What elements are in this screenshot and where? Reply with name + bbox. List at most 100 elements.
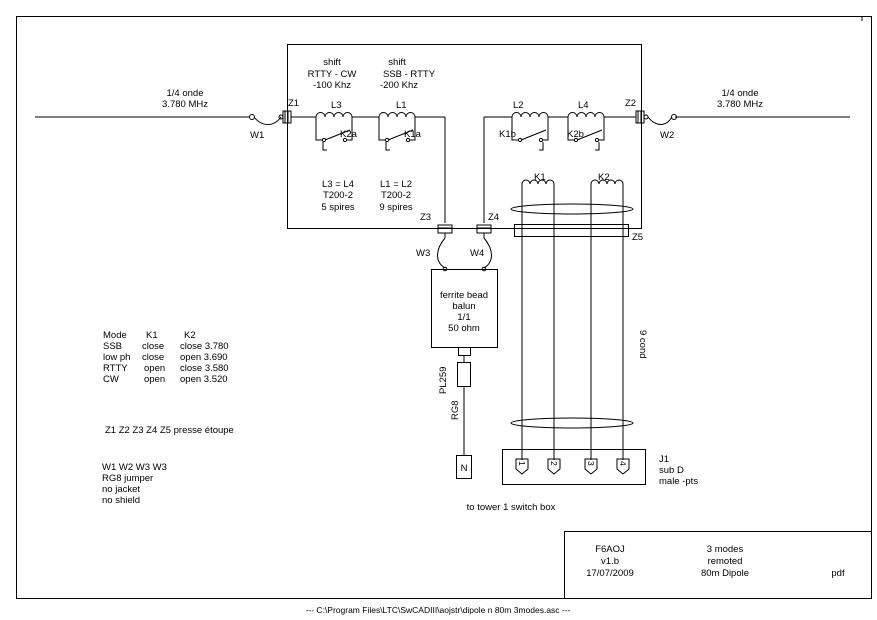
label-l1: L1 — [396, 100, 407, 111]
label-w4: W4 — [470, 248, 484, 259]
z3-gland — [437, 224, 453, 238]
label-rg8: RG8 — [450, 400, 461, 420]
connector-line2: sub D — [659, 465, 684, 476]
mode-row-3-mode: RTTY — [103, 363, 128, 374]
label-w2: W2 — [660, 130, 674, 141]
label-z2: Z2 — [625, 98, 636, 109]
connector-line3: male -pts — [659, 476, 698, 487]
j1-pin-1-label: 1 — [517, 461, 527, 466]
title-block: F6AOJ v1.b 17/07/2009 3 modes remoted 80… — [564, 531, 871, 598]
sheet-border — [16, 16, 872, 599]
label-z1: Z1 — [288, 98, 299, 109]
control-cable-conductors — [521, 196, 624, 460]
coil-spec-left-line2: T200-2 — [323, 190, 353, 201]
coil-spec-right-line1: L1 = L2 — [380, 179, 412, 190]
relay-contact-k1a — [378, 117, 416, 151]
coil-spec-left-line1: L3 = L4 — [322, 179, 354, 190]
mode-table: Mode K1 K2 SSB close close 3.780 low ph … — [103, 330, 229, 385]
label-w3: W3 — [416, 248, 430, 259]
mode-row-1-k2: close 3.780 — [180, 341, 229, 352]
coil-l1 — [378, 112, 416, 118]
label-w1: W1 — [250, 130, 264, 141]
shift-ssb-line2: SSB - RTTY — [383, 69, 436, 80]
label-z5: Z5 — [632, 232, 643, 243]
mode-row-3-k1: open — [144, 363, 165, 374]
pl259-connector — [457, 362, 471, 387]
mode-table-header-mode: Mode — [103, 330, 127, 341]
note-jumpers: W1 W2 W3 W3 RG8 jumper no jacket no shie… — [102, 462, 167, 506]
relay-coil-k2 — [590, 179, 624, 196]
label-l4: L4 — [578, 100, 589, 111]
w3-jumper — [437, 237, 448, 272]
mode-row-1-k1: close — [142, 341, 164, 352]
coil-l4 — [567, 112, 605, 118]
w1-jumper — [249, 114, 284, 125]
coil-spec-right-line2: T200-2 — [381, 190, 411, 201]
title-desc1: 3 modes — [707, 544, 744, 555]
label-z4: Z4 — [488, 212, 499, 223]
j1-pin-2-label: 2 — [549, 461, 559, 466]
mode-row-2-k2: open 3.690 — [180, 352, 228, 363]
shift-cw-line3: -100 Khz — [313, 80, 351, 91]
enclosure-box — [287, 44, 642, 229]
shift-ssb-line3: -200 Khz — [380, 80, 418, 91]
w2-jumper — [643, 114, 677, 125]
relay-coil-k1 — [521, 179, 555, 196]
shift-cw-line1: shift — [323, 57, 341, 68]
title-version: v1.b — [601, 556, 619, 567]
title-author: F6AOJ — [595, 544, 625, 555]
j1-pins — [515, 458, 630, 475]
title-desc3: 80m Dipole — [701, 568, 749, 579]
coil-spec-left-line3: 5 spires — [321, 202, 355, 213]
title-format: pdf — [831, 568, 845, 579]
j1-pin-4 — [616, 458, 630, 475]
relay-contact-k1b — [511, 117, 549, 151]
label-l2: L2 — [513, 100, 524, 111]
n-connector — [456, 455, 472, 479]
label-k2b: K2b — [567, 129, 584, 140]
z2-gland — [635, 110, 645, 124]
mode-row-1-mode: SSB — [103, 341, 122, 352]
mode-row-4-k1: open — [144, 374, 165, 385]
quarter-wave-left-line2: 3.780 MHz — [162, 99, 208, 110]
z5-gland — [514, 224, 629, 237]
j1-pin-3-label: 3 — [586, 461, 596, 466]
balun-line4: 50 ohm — [448, 323, 480, 334]
coil-l2 — [511, 112, 549, 118]
title-desc2: remoted — [708, 556, 743, 567]
label-n: N — [461, 463, 468, 474]
note-w-line1: W1 W2 W3 W3 — [102, 462, 167, 473]
coil-l3 — [315, 112, 353, 118]
j1-connector-box — [502, 449, 646, 485]
mode-row-3-k2: close 3.580 — [180, 363, 229, 374]
j1-pin-3 — [584, 458, 598, 475]
label-k2: K2 — [598, 172, 610, 183]
quarter-wave-right-line1: 1/4 onde — [722, 88, 759, 99]
cable-label-9-cond: 9 cond — [637, 330, 648, 359]
label-k1b: K1b — [499, 129, 516, 140]
pl259-neck — [458, 347, 471, 356]
shift-ssb-line1: shift — [388, 57, 406, 68]
mode-row-4-k2: open 3.520 — [180, 374, 228, 385]
label-pl259: PL259 — [438, 367, 449, 394]
title-date: 17/07/2009 — [586, 568, 634, 579]
quarter-wave-right-line2: 3.780 MHz — [717, 99, 763, 110]
quarter-wave-left-line1: 1/4 onde — [167, 88, 204, 99]
shift-cw-line2: RTTY - CW — [308, 69, 357, 80]
j1-pin-1 — [515, 458, 529, 475]
z4-gland — [476, 224, 492, 238]
balun-line1: ferrite bead — [440, 290, 488, 301]
coil-spec-right-line3: 9 spires — [379, 202, 413, 213]
relay-contact-k2a — [315, 117, 353, 151]
label-k1a: K1a — [404, 129, 422, 140]
tower-label: to tower 1 switch box — [467, 502, 556, 513]
balun-line2: balun — [452, 301, 475, 312]
note-w-line3: no jacket — [102, 484, 140, 495]
balun-line3: 1/1 — [457, 312, 470, 323]
cable-jacket-bottom — [510, 417, 634, 429]
j1-pin-4-label: 4 — [618, 461, 628, 466]
label-k1: K1 — [534, 172, 546, 183]
mode-row-2-k1: close — [142, 352, 164, 363]
note-w-line4: no shield — [102, 495, 140, 506]
label-j1: J1 — [659, 454, 669, 465]
